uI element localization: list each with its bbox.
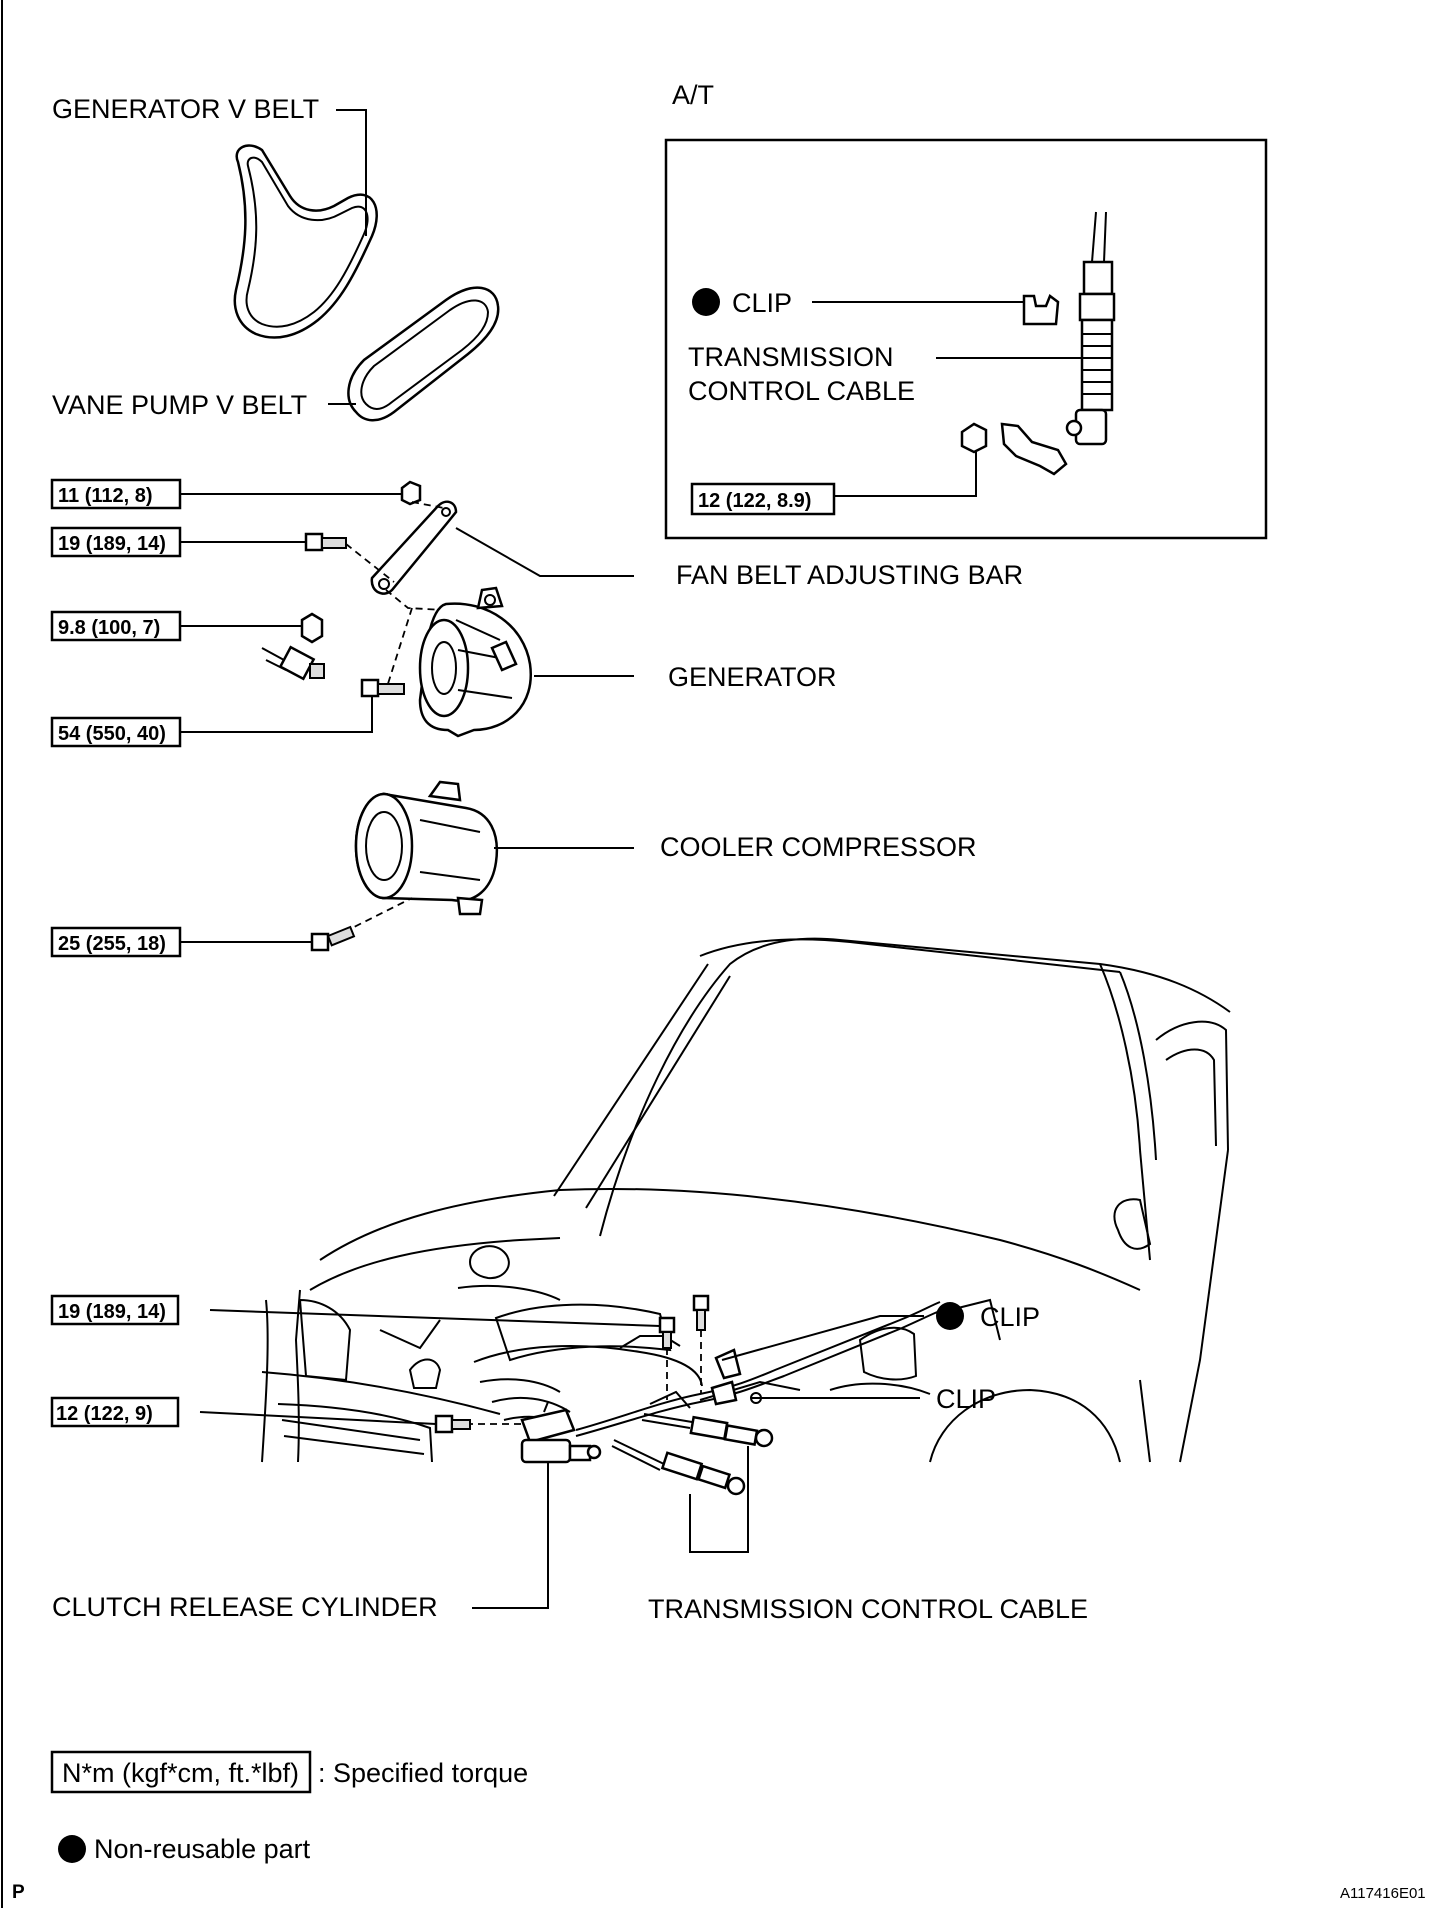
leader-fan-belt-adjusting-bar bbox=[455, 527, 634, 577]
torque-box-12-at bbox=[690, 482, 836, 516]
torque-box-19-top bbox=[50, 526, 182, 558]
bolt-19-bottom-a-shank bbox=[696, 1309, 706, 1331]
cooler-compressor bbox=[354, 780, 499, 916]
page-letter: P bbox=[12, 1882, 25, 1903]
leader-torque-12-bottom bbox=[199, 1411, 437, 1425]
torque-9-8: 9.8 (100, 7) bbox=[58, 617, 160, 639]
torque-box-54 bbox=[50, 716, 182, 748]
torque-25: 25 (255, 18) bbox=[58, 933, 166, 955]
bolt-54-shank bbox=[377, 683, 405, 695]
torque-54: 54 (550, 40) bbox=[58, 723, 166, 745]
label-clip-nonreusable: CLIP bbox=[980, 1302, 1040, 1332]
label-transmission-control-cable-at-line2: CONTROL CABLE bbox=[688, 376, 915, 406]
label-clutch-release-cylinder: CLUTCH RELEASE CYLINDER bbox=[52, 1592, 438, 1622]
generator bbox=[418, 586, 533, 738]
legend-nonreusable: Non-reusable part bbox=[94, 1834, 311, 1864]
leader-generator-v-belt bbox=[336, 109, 367, 236]
torque-box-25 bbox=[50, 926, 182, 958]
fan-belt-adjusting-bar bbox=[370, 500, 458, 595]
bolt-19-top-shank bbox=[321, 537, 347, 549]
nonreusable-marker-icon bbox=[692, 288, 720, 316]
legend-torque-box bbox=[50, 1750, 312, 1794]
label-cooler-compressor: COOLER COMPRESSOR bbox=[660, 832, 977, 862]
bolt-54-head bbox=[360, 678, 380, 698]
cable-bracket bbox=[714, 1348, 742, 1380]
legend-torque-units: N*m (kgf*cm, ft.*lbf) bbox=[62, 1758, 299, 1788]
leader-clutch-release-cylinder bbox=[472, 1462, 549, 1609]
figure-code: A117416E01 bbox=[1340, 1885, 1426, 1902]
nonreusable-marker-icon bbox=[936, 1302, 964, 1330]
bolt-19-bottom-b-head bbox=[658, 1316, 676, 1334]
torque-box-11 bbox=[50, 478, 182, 510]
generator-v-belt bbox=[233, 144, 378, 339]
nut-9-8 bbox=[300, 612, 324, 644]
clip-part-at bbox=[1022, 294, 1060, 326]
transmission-control-cable bbox=[611, 1390, 774, 1496]
torque-19-bottom: 19 (189, 14) bbox=[58, 1301, 166, 1323]
transmission-control-cable-at bbox=[1065, 211, 1116, 446]
clutch-line-2 bbox=[575, 1309, 943, 1437]
torque-12-bottom: 12 (122, 9) bbox=[56, 1403, 153, 1425]
label-generator: GENERATOR bbox=[668, 662, 837, 692]
nut-11 bbox=[400, 480, 422, 506]
legend-torque-desc: : Specified torque bbox=[318, 1758, 528, 1788]
label-transmission-control-cable-at-line1: TRANSMISSION bbox=[688, 342, 894, 372]
vehicle-outline bbox=[261, 937, 1231, 1463]
label-generator-v-belt: GENERATOR V BELT bbox=[52, 94, 319, 124]
clutch-release-cylinder bbox=[520, 1401, 602, 1464]
bolt-25-head bbox=[310, 932, 330, 952]
clutch-line bbox=[575, 1301, 941, 1431]
dash-nut-bar bbox=[411, 501, 445, 509]
torque-12-at: 12 (122, 8.9) bbox=[698, 490, 811, 512]
leader-transmission-control-cable bbox=[689, 1446, 749, 1553]
leader-torque-54 bbox=[180, 696, 373, 733]
leader-torque-12-at bbox=[834, 452, 977, 497]
leader-clip-nonreusable bbox=[721, 1315, 924, 1361]
bolt-19-bottom-b-shank bbox=[662, 1331, 672, 1349]
torque-19-top: 19 (189, 14) bbox=[58, 533, 166, 555]
torque-box-12-bottom bbox=[50, 1396, 180, 1428]
label-clip-at: CLIP bbox=[732, 288, 792, 318]
bolt-19-top-head bbox=[304, 532, 324, 552]
label-vane-pump-v-belt: VANE PUMP V BELT bbox=[52, 390, 307, 420]
at-inset-box bbox=[664, 138, 1268, 540]
dash-bolt-compressor bbox=[343, 897, 413, 933]
bolt-25-shank bbox=[326, 925, 356, 947]
bolt-12-bottom-shank bbox=[451, 1419, 471, 1430]
torque-11: 11 (112, 8) bbox=[58, 485, 153, 507]
cable-bracket-at bbox=[1000, 422, 1068, 476]
bolt-19-bottom-a-head bbox=[692, 1294, 710, 1312]
label-at: A/T bbox=[672, 80, 714, 110]
leader-torque-19-bottom bbox=[209, 1309, 661, 1327]
label-transmission-control-cable: TRANSMISSION CONTROL CABLE bbox=[648, 1594, 1088, 1624]
clip-part bbox=[710, 1380, 738, 1406]
torque-box-19-bottom bbox=[50, 1294, 180, 1326]
generator-connector bbox=[261, 645, 325, 681]
label-clip: CLIP bbox=[936, 1384, 996, 1414]
vane-pump-v-belt bbox=[347, 286, 500, 422]
nut-at bbox=[960, 422, 988, 454]
dash-bolt-bar bbox=[345, 543, 395, 583]
bolt-12-bottom-head bbox=[434, 1414, 454, 1434]
label-fan-belt-adjusting-bar: FAN BELT ADJUSTING BAR bbox=[676, 560, 1023, 590]
nonreusable-marker-icon bbox=[58, 1835, 86, 1863]
